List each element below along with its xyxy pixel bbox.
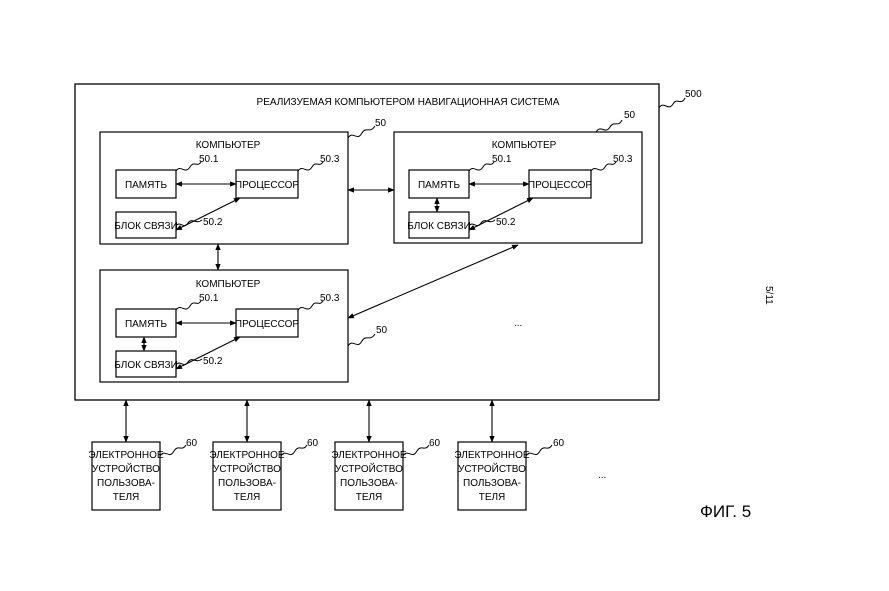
device-1-box [91,441,161,511]
computer-1-comm-processor-arrow [175,197,241,231]
device-4-ref: 60 [553,438,565,449]
device-3-line-4: ТЕЛЯ [356,492,383,503]
computer-2-comm: БЛОК СВЯЗИ [407,221,471,232]
computer-3-ref-leader [347,333,376,347]
computer-1-ref-leader [347,125,376,139]
device-2-line-2: УСТРОЙСТВО [213,462,281,475]
computer-3-ref: 50 [376,325,388,336]
computer-3-processor-ref: 50.3 [320,293,340,304]
device-4-line-4: ТЕЛЯ [479,492,506,503]
computers-ellipsis: ... [514,318,522,329]
computer-2-label: КОМПЬЮТЕР [492,140,557,151]
computer-2-memory-box [408,169,470,199]
computer-1-memory-leader [175,161,202,172]
device-1-line-3: ПОЛЬЗОВА- [97,478,155,489]
computer-1-processor: ПРОЦЕССОР [235,180,299,191]
device-3-ref-leader [402,444,430,457]
computer-2-ref: 50 [624,110,636,121]
system-ref: 500 [685,89,702,100]
computer-2-processor-leader [590,161,617,172]
computer-3-memory-ref: 50.1 [199,293,219,304]
computer-1-comm-box [115,211,177,239]
computer-2-memory-leader [468,161,495,172]
computer-3-memory-leader [175,300,202,311]
device-3-line-1: ЭЛЕКТРОННОЕ [331,450,406,461]
device-3-line-2: УСТРОЙСТВО [335,462,403,475]
device-4-box [457,441,527,511]
device-3-ref: 60 [429,438,441,449]
computer-1-ref: 50 [375,118,387,129]
computer-1-memory-ref: 50.1 [199,154,219,165]
computer-2-processor: ПРОЦЕССОР [528,180,592,191]
device-1-line-4: ТЕЛЯ [113,492,140,503]
device-1-ref-leader [159,444,187,457]
device-1-ref: 60 [186,438,198,449]
sheet-number: 5/11 [763,286,774,305]
device-2-line-1: ЭЛЕКТРОННОЕ [209,450,284,461]
computer-1-processor-ref: 50.3 [320,154,340,165]
computer-3-comm: БЛОК СВЯЗИ [114,360,178,371]
device-1-line-1: ЭЛЕКТРОННОЕ [88,450,163,461]
device-1: ЭЛЕКТРОННОЕ УСТРОЙСТВО ПОЛЬЗОВА- ТЕЛЯ 60 [88,399,198,511]
system-ref-leader [658,97,686,109]
computer-1-memory-box [115,169,177,199]
computer-3: КОМПЬЮТЕР 50 ПАМЯТЬ 50.1 ПРОЦЕССОР 50.3 … [99,269,388,383]
computer-2-processor-ref: 50.3 [613,154,633,165]
computer-3-label: КОМПЬЮТЕР [196,279,261,290]
device-3-line-3: ПОЛЬЗОВА- [340,478,398,489]
device-2-ref: 60 [307,438,319,449]
computer-2-ref-leader [595,119,623,133]
computer-2-memory-ref: 50.1 [492,154,512,165]
link-computer-3-computer-2 [347,244,519,319]
device-2-line-3: ПОЛЬЗОВА- [218,478,276,489]
device-4-line-1: ЭЛЕКТРОННОЕ [454,450,529,461]
system-title: РЕАЛИЗУЕМАЯ КОМПЬЮТЕРОМ НАВИГАЦИОННАЯ СИ… [257,97,560,108]
computer-3-processor-leader [297,300,324,311]
computer-1-processor-leader [297,161,324,172]
device-2-line-4: ТЕЛЯ [234,492,261,503]
device-4-ref-leader [525,444,553,457]
device-1-line-2: УСТРОЙСТВО [92,462,160,475]
computer-3-comm-processor-arrow [175,336,241,370]
computer-1-processor-box [235,169,299,199]
device-4-line-2: УСТРОЙСТВО [458,462,526,475]
computer-3-memory: ПАМЯТЬ [125,319,168,330]
computer-3-comm-ref: 50.2 [203,356,223,367]
device-2: ЭЛЕКТРОННОЕ УСТРОЙСТВО ПОЛЬЗОВА- ТЕЛЯ 60 [209,399,319,511]
figure-label: ФИГ. 5 [700,502,751,521]
device-3: ЭЛЕКТРОННОЕ УСТРОЙСТВО ПОЛЬЗОВА- ТЕЛЯ 60 [331,399,441,511]
computer-1-comm-ref: 50.2 [203,217,223,228]
device-2-box [212,441,282,511]
device-4: ЭЛЕКТРОННОЕ УСТРОЙСТВО ПОЛЬЗОВА- ТЕЛЯ 60 [454,399,565,511]
computer-2-comm-processor-arrow [468,197,534,231]
computer-1-memory: ПАМЯТЬ [125,180,168,191]
computer-2-memory: ПАМЯТЬ [418,180,461,191]
device-2-ref-leader [280,444,308,457]
computer-1: КОМПЬЮТЕР 50 ПАМЯТЬ 50.1 ПРОЦЕССОР 50.3 … [99,118,387,245]
devices-ellipsis: ... [598,470,606,481]
computer-2: КОМПЬЮТЕР 50 ПАМЯТЬ 50.1 ПРОЦЕССОР 50.3 … [393,110,643,244]
computer-3-memory-box [115,308,177,338]
device-3-box [334,441,404,511]
computer-1-label: КОМПЬЮТЕР [196,140,261,151]
computer-3-processor-box [235,308,299,338]
device-4-line-3: ПОЛЬЗОВА- [463,478,521,489]
computer-1-comm: БЛОК СВЯЗИ [114,221,178,232]
computer-2-comm-ref: 50.2 [496,217,516,228]
computer-3-processor: ПРОЦЕССОР [235,319,299,330]
